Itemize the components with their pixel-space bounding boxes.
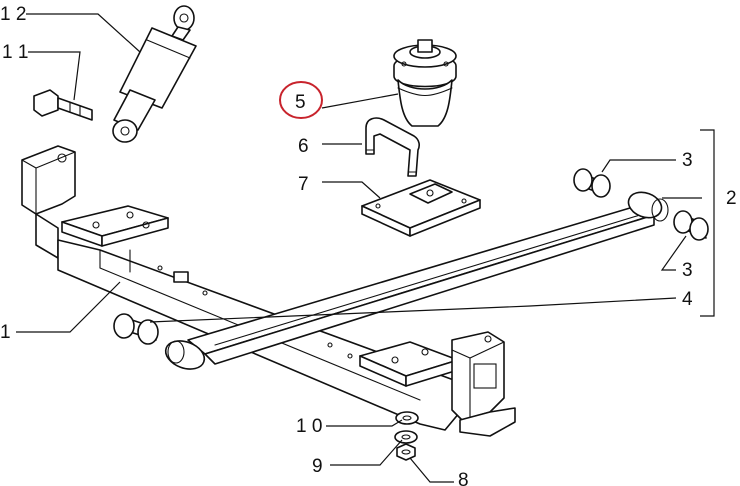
- bushing-upper[interactable]: [573, 168, 611, 198]
- spring-bushing[interactable]: [113, 313, 159, 345]
- callout-10[interactable]: 1 0: [296, 416, 322, 437]
- leaf-spring[interactable]: [162, 188, 669, 374]
- washer-10[interactable]: [395, 411, 419, 425]
- callout-7[interactable]: 7: [298, 174, 309, 195]
- callout-6[interactable]: 6: [298, 136, 309, 157]
- callout-12[interactable]: 1 2: [0, 4, 26, 25]
- bushing-lower[interactable]: [673, 210, 709, 241]
- washer-9[interactable]: [394, 430, 418, 444]
- bump-stop[interactable]: [393, 39, 457, 127]
- callout-3-upper[interactable]: 3: [682, 150, 693, 171]
- callout-8[interactable]: 8: [458, 470, 469, 486]
- highlight-circle: [279, 81, 323, 119]
- callout-labels: 1 2 1 1 5 6 7 3 2 3 4 1 1 0 9 8: [0, 4, 737, 486]
- callout-5[interactable]: 5: [295, 92, 306, 113]
- callout-9[interactable]: 9: [312, 456, 323, 477]
- bolt[interactable]: [33, 89, 93, 121]
- shock-absorber[interactable]: [112, 5, 197, 143]
- u-bolt[interactable]: [365, 117, 420, 177]
- callout-1[interactable]: 1: [0, 322, 11, 343]
- nut-8[interactable]: [396, 443, 416, 461]
- callout-3-lower[interactable]: 3: [682, 260, 693, 281]
- callout-2[interactable]: 2: [726, 188, 737, 209]
- callout-4[interactable]: 4: [682, 289, 693, 310]
- callout-11[interactable]: 1 1: [2, 42, 28, 63]
- spring-plate[interactable]: [361, 179, 481, 237]
- leader-lines: [16, 13, 715, 483]
